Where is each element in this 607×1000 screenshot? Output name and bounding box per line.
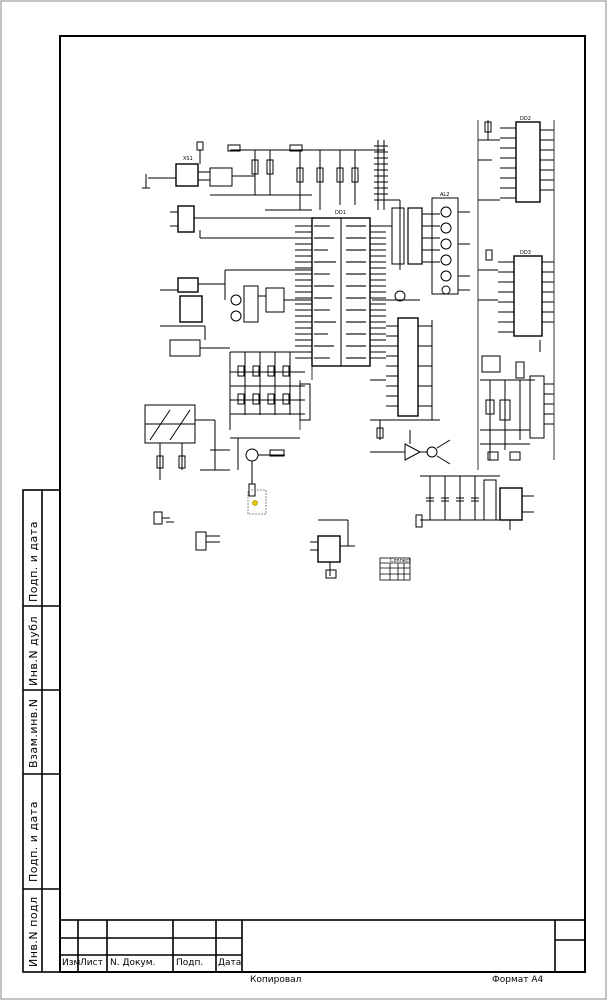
output-amplifier	[370, 430, 451, 465]
transistor-stage	[210, 437, 300, 497]
top-left-cluster	[142, 141, 255, 189]
mcu-right-pins	[370, 225, 386, 359]
chip-top-label: DD2	[520, 116, 531, 122]
test-point-dot	[252, 500, 258, 506]
footer-format: Формат А4	[492, 975, 544, 985]
diode-bridge-block	[144, 404, 230, 480]
chip-bottom-label: DD3	[520, 250, 531, 256]
title-block	[59, 919, 586, 973]
top-resistor-bus	[210, 144, 385, 211]
test-point-box	[247, 489, 267, 515]
al-label: AL2	[440, 192, 449, 198]
footer-kopiroval: Копировал	[250, 975, 302, 985]
right-lower-stack	[480, 355, 554, 461]
connection-table	[379, 557, 411, 581]
left-mid-cluster	[160, 269, 312, 357]
header-data: Дата	[218, 958, 242, 968]
led-column	[431, 197, 470, 295]
mcu-pin-names	[314, 225, 366, 359]
mcu-left-pins	[295, 225, 312, 359]
stamp-vzam-inv: Взам.инв.N	[27, 698, 40, 768]
stamp-inv-dubl: Инв.N дубл	[27, 615, 40, 686]
bottom-left-connector	[153, 511, 220, 551]
mcu-label: DD1	[335, 210, 346, 216]
long-wires	[299, 120, 555, 470]
stamp-podp-data-2: Подп. и дата	[27, 521, 40, 602]
switch-matrix	[229, 351, 312, 430]
center-bottom-regulator	[310, 519, 355, 579]
top-connector-ladder	[374, 140, 388, 210]
table-title: Connect	[390, 558, 411, 564]
header-izm: Изм	[62, 958, 81, 968]
mcu-right-signals	[370, 225, 440, 440]
circuit-schematic	[142, 120, 555, 581]
connector-label: XS1	[183, 156, 193, 162]
right-chip-bottom	[478, 249, 554, 352]
stamp-podp-data-1: Подп. и дата	[27, 801, 40, 882]
header-podp: Подп.	[176, 958, 204, 968]
header-list: Лист	[80, 958, 103, 968]
right-chip-top	[478, 120, 554, 203]
header-n-dokum: N. Докум.	[110, 958, 156, 968]
schematic-labels: DD1 XS1 DD2 DD3 AL2 Connect	[183, 116, 531, 564]
left-crystal-block	[170, 205, 312, 239]
side-stamp-column	[22, 489, 61, 973]
stamp-inv-podl: Инв.N подл	[27, 896, 40, 967]
lower-driver-chip	[370, 290, 433, 420]
right-bus	[386, 199, 440, 270]
capacitor-bank	[415, 475, 534, 530]
